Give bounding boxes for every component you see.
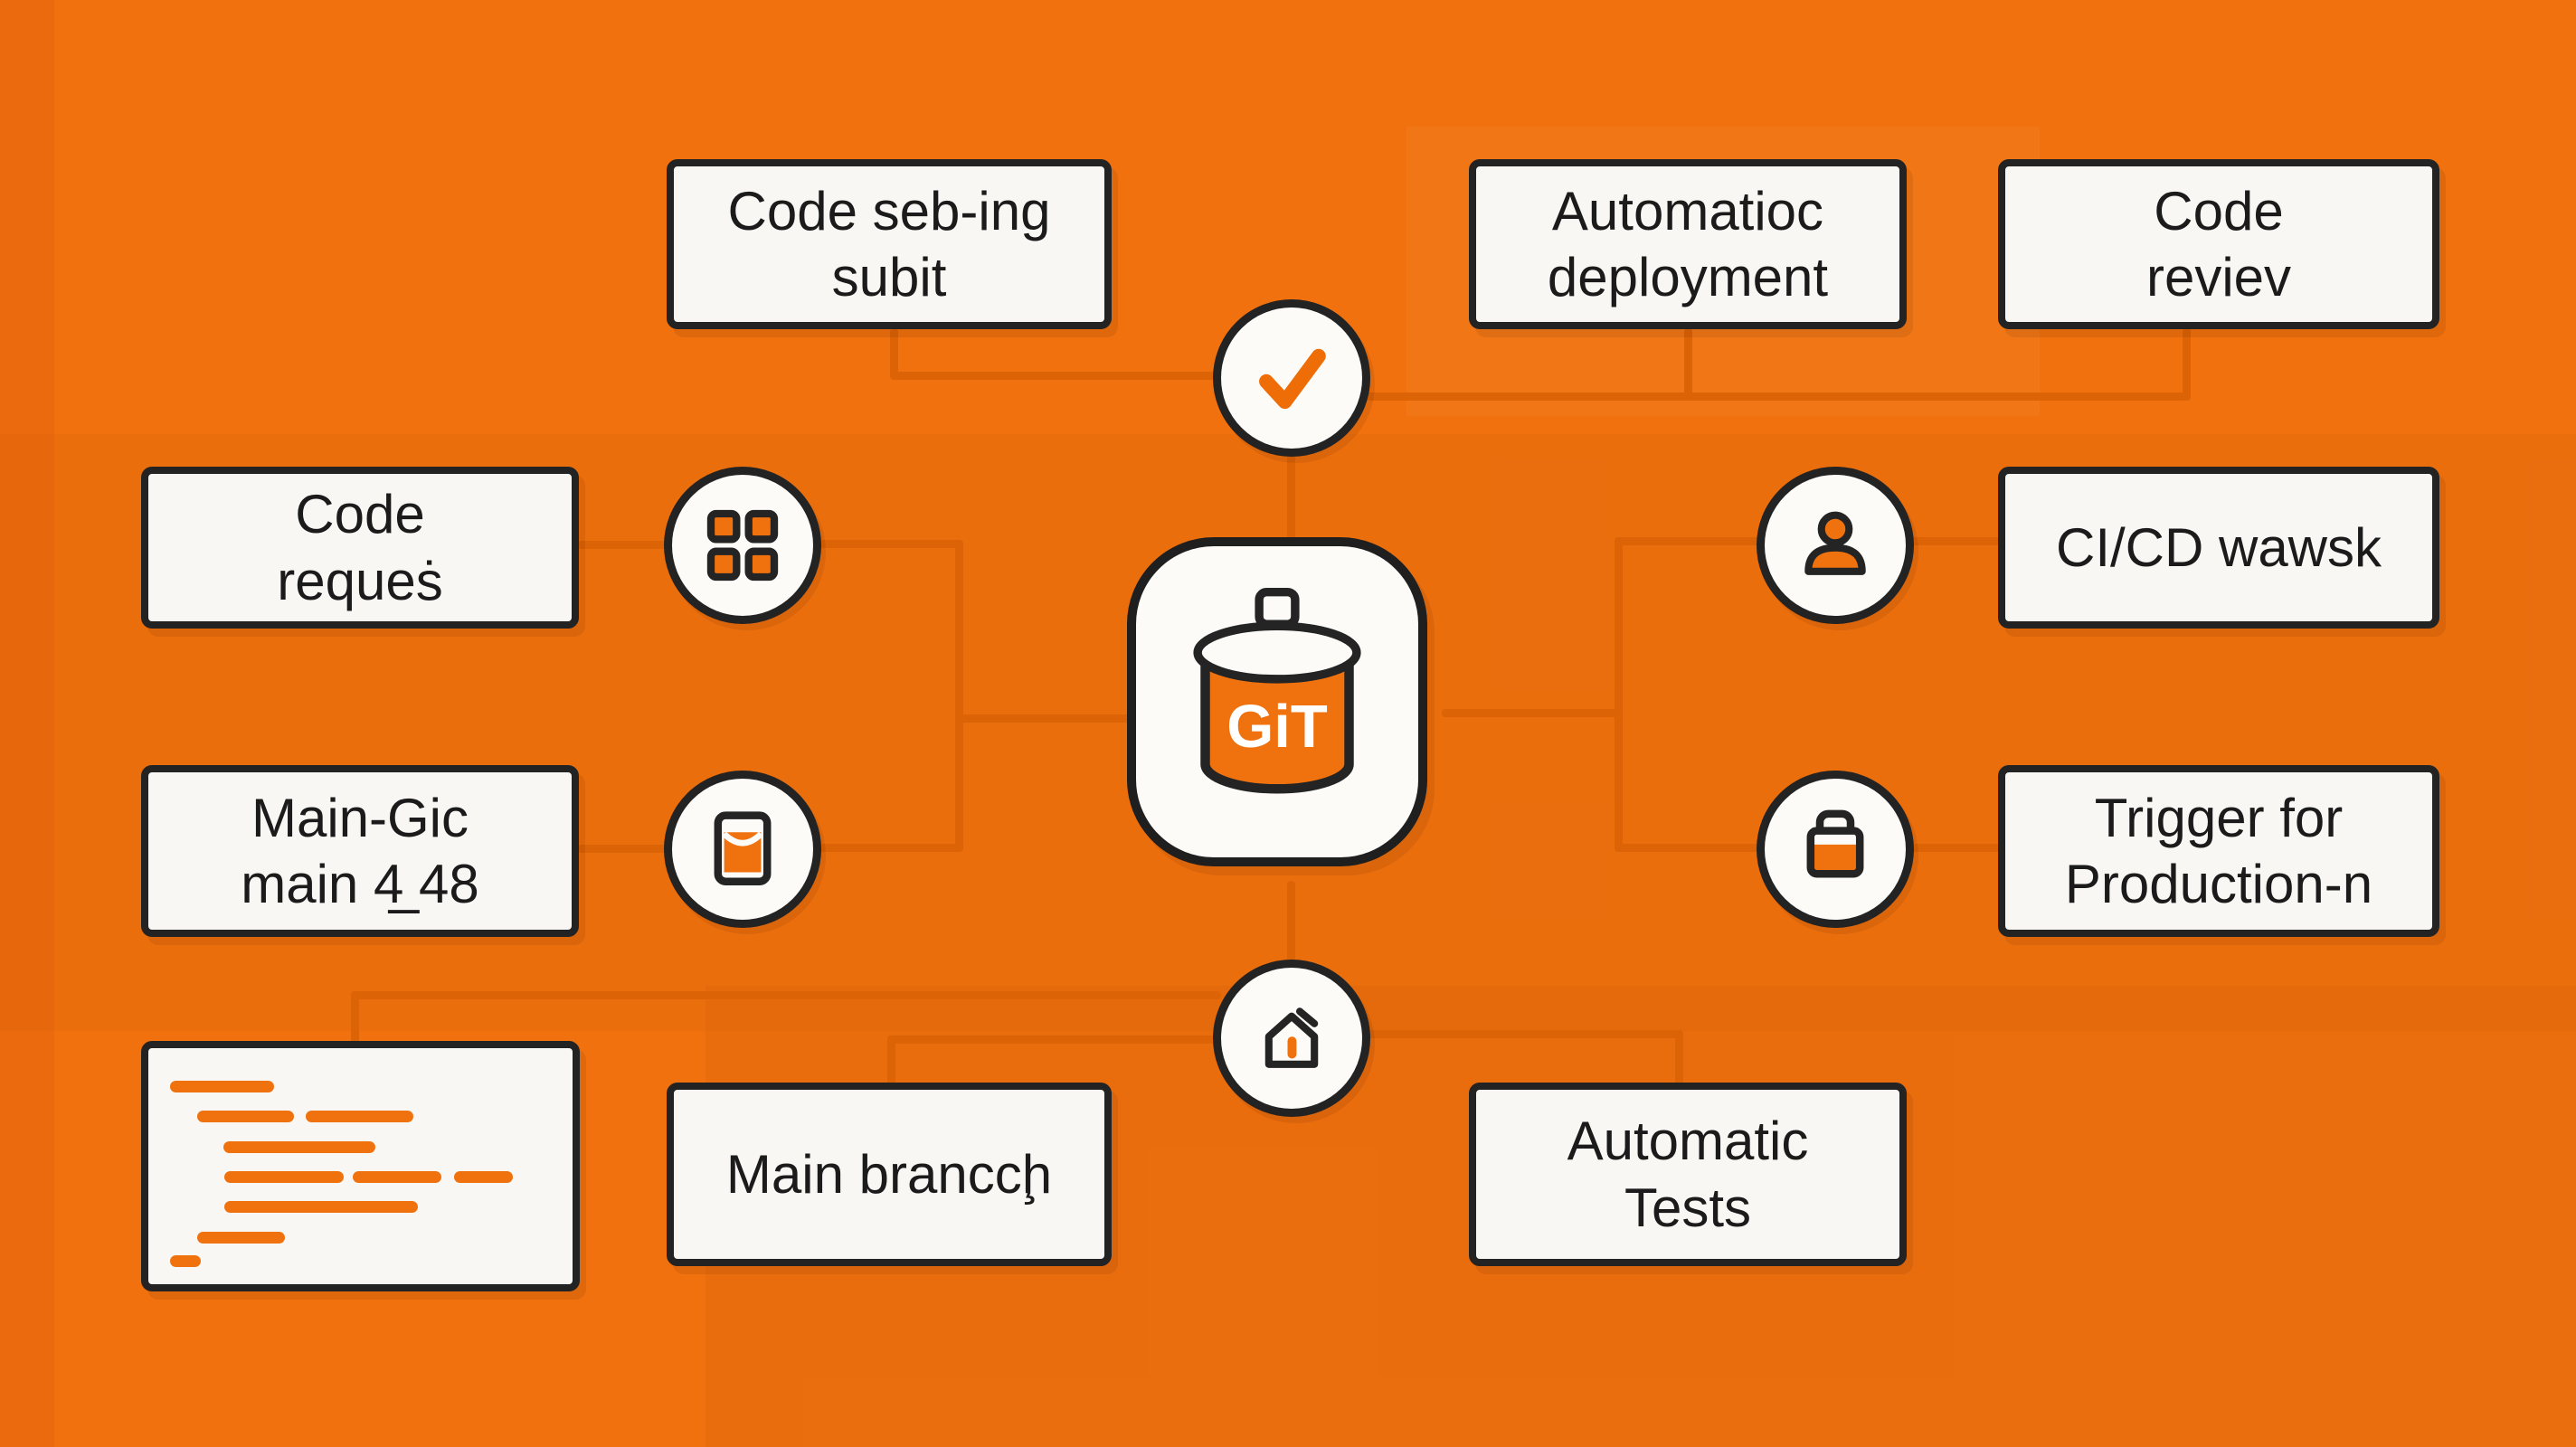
connector-line — [955, 714, 963, 852]
code-line-bar — [224, 1201, 418, 1213]
connector-line — [578, 845, 668, 853]
connector-line — [1367, 392, 2187, 401]
node-label: Code requeṡ — [277, 484, 443, 611]
git-node: GiT — [1127, 537, 1427, 866]
code-snippet-box — [141, 1041, 580, 1291]
connector-line — [890, 328, 898, 379]
connector-line — [955, 714, 1134, 723]
code-line-bar — [454, 1171, 513, 1183]
node-label: Code reviev — [2145, 180, 2292, 307]
connector-line — [1910, 537, 2001, 545]
connector-line — [1615, 537, 1764, 545]
node-code-review: Code reviev — [1998, 159, 2439, 329]
connector-line — [1615, 844, 1764, 852]
code-line-bar — [306, 1111, 413, 1122]
git-label: GiT — [1226, 693, 1328, 761]
node-code-submit: Code seb-ing subit — [667, 159, 1112, 329]
home-circle — [1213, 960, 1370, 1117]
connector-line — [2183, 328, 2191, 401]
connector-line — [818, 844, 962, 852]
connector-line — [1615, 537, 1623, 852]
code-line-bar — [223, 1141, 375, 1153]
connector-line — [1675, 1030, 1683, 1087]
connector-line — [955, 540, 963, 723]
node-automatic-deployment: Automatioc deployment — [1469, 159, 1907, 329]
check-icon — [1259, 348, 1326, 410]
connector-line — [1287, 881, 1295, 964]
connector-line — [1910, 844, 2001, 852]
code-line-bar — [197, 1232, 285, 1244]
node-trigger-production: Trigger for Production-n — [1998, 765, 2439, 937]
connector-line — [1287, 453, 1295, 541]
code-line-bar — [170, 1255, 201, 1267]
mail-icon — [714, 811, 772, 885]
connector-line — [351, 991, 359, 1045]
lock-circle — [1757, 771, 1914, 928]
connector-line — [818, 540, 962, 548]
code-line-bar — [224, 1171, 344, 1183]
node-automatic-tests: Automatic Tests — [1469, 1083, 1907, 1266]
code-line-bar — [170, 1081, 274, 1092]
node-label: Code seb-ing subit — [727, 180, 1051, 307]
git-bucket-icon: GiT — [1193, 587, 1361, 794]
node-label: Automatic Tests — [1567, 1111, 1809, 1238]
node-code-request: Code requeṡ — [141, 467, 579, 629]
grid-icon — [706, 509, 779, 582]
node-label: Main-Gic main 4̲ 48 — [241, 787, 479, 914]
node-main-branch: Main branccḩ — [667, 1083, 1112, 1266]
background-patch — [0, 0, 54, 1447]
node-label: Trigger for Production-n — [2064, 787, 2373, 914]
code-line-bar — [353, 1171, 441, 1183]
connector-line — [1442, 709, 1623, 717]
user-circle — [1757, 467, 1914, 624]
check-circle — [1213, 299, 1370, 457]
connector-line — [890, 372, 1217, 380]
mail-circle — [664, 771, 821, 928]
connector-line — [887, 1036, 895, 1087]
connector-line — [1363, 1030, 1683, 1038]
node-cicd-workflow: CI/CD wawsk — [1998, 467, 2439, 629]
connector-line — [351, 991, 1221, 999]
node-label: Automatioc deployment — [1547, 180, 1829, 307]
node-label: Main branccḩ — [725, 1143, 1053, 1205]
node-label: CI/CD wawsk — [2055, 516, 2382, 578]
connector-line — [1684, 328, 1692, 401]
node-main-gic: Main-Gic main 4̲ 48 — [141, 765, 579, 937]
code-line-bar — [197, 1111, 294, 1122]
connector-line — [578, 541, 668, 549]
user-icon — [1804, 511, 1866, 575]
grid-circle — [664, 467, 821, 624]
home-icon — [1264, 1007, 1319, 1068]
connector-line — [887, 1036, 1220, 1044]
lock-icon — [1806, 809, 1864, 878]
